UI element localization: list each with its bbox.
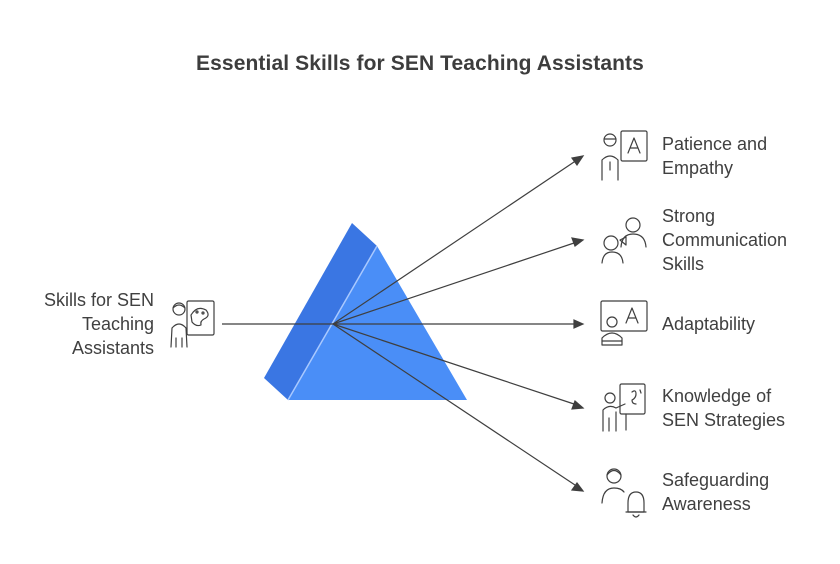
output-label-line: Communication [662, 230, 788, 250]
output-rays [332, 155, 585, 492]
source-label-line: Teaching [81, 314, 154, 334]
output-label-line: Empathy [662, 158, 734, 178]
source-label-line: Assistants [71, 338, 154, 358]
ray-safeguarding [332, 323, 579, 488]
output-label-line: Strong [662, 206, 716, 226]
source-label-line: Skills for SEN [43, 290, 154, 310]
ray-patience [332, 159, 578, 325]
output-label-line: Safeguarding [662, 470, 770, 490]
output-label-adaptability: Adaptability [662, 312, 837, 336]
person-bell-icon [601, 468, 647, 518]
output-label-safeguarding: Safeguarding Awareness [662, 468, 837, 516]
arrowhead-communication [571, 237, 585, 247]
two-people-talking-icon [601, 217, 647, 264]
prism-edge [287, 245, 378, 401]
output-label-knowledge: Knowledge of SEN Strategies [662, 384, 837, 432]
output-label-line: Awareness [662, 494, 751, 514]
teacher-board-icon [601, 130, 648, 181]
output-label-line: Skills [662, 254, 705, 274]
presenter-board-icon [600, 300, 648, 346]
output-label-line: Patience and [662, 134, 768, 154]
diagram-title: Essential Skills for SEN Teaching Assist… [196, 52, 644, 75]
arrowhead-adaptability [573, 319, 585, 329]
output-label-line: SEN Strategies [662, 410, 786, 430]
prism-front-face [288, 246, 467, 400]
output-label-line: Adaptability [662, 314, 756, 334]
prism-side-face [264, 223, 377, 400]
output-label-communication: Strong Communication Skills [662, 204, 837, 276]
source-label: Skills for SEN Teaching Assistants [0, 288, 154, 360]
output-label-line: Knowledge of [662, 386, 772, 406]
arrowhead-knowledge [571, 399, 585, 410]
teacher-chart-icon [602, 383, 646, 432]
arrowhead-patience [570, 155, 585, 167]
ray-knowledge [332, 323, 578, 406]
teacher-palette-icon [170, 300, 215, 348]
arrowhead-safeguarding [570, 481, 585, 492]
ray-communication [332, 241, 578, 325]
output-label-patience: Patience and Empathy [662, 132, 837, 180]
